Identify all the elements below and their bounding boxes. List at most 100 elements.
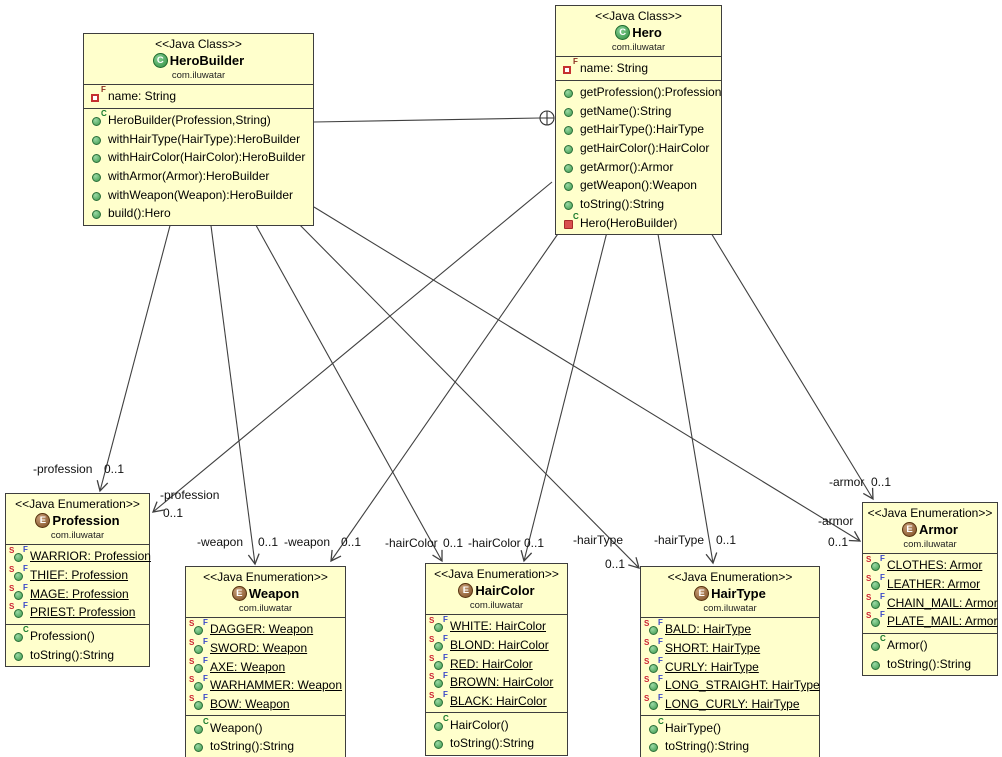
- edge-label[interactable]: 0..1: [258, 535, 279, 549]
- member-row[interactable]: toString():String: [186, 737, 345, 756]
- edge-hero-hairtype[interactable]: [656, 227, 718, 565]
- edge-label[interactable]: -weapon: [284, 535, 331, 549]
- member-row[interactable]: withHairColor(HairColor):HeroBuilder: [84, 148, 313, 167]
- member-row[interactable]: getWeapon():Weapon: [556, 176, 721, 195]
- member-row[interactable]: C HeroBuilder(Profession,String): [84, 110, 313, 130]
- edge-hero-weapon[interactable]: [330, 227, 563, 563]
- edge-herobuilder-haircolor[interactable]: [251, 217, 443, 563]
- edge-herobuilder-profession[interactable]: [96, 217, 173, 493]
- edge-label[interactable]: -hairColor: [385, 536, 438, 550]
- edge-label[interactable]: 0..1: [828, 535, 849, 549]
- edge-label[interactable]: 0..1: [443, 536, 464, 550]
- edge-label[interactable]: -profession: [160, 488, 220, 502]
- methods-section: C Weapon() toString():String: [186, 716, 345, 757]
- edge-hero-contains-herobuilder[interactable]: [313, 117, 541, 123]
- member-row[interactable]: build():Hero: [84, 204, 313, 223]
- edge-label[interactable]: 0..1: [605, 557, 626, 571]
- edge-label[interactable]: 0..1: [104, 462, 125, 476]
- edge-hero-armor[interactable]: [707, 227, 874, 501]
- member-row[interactable]: C Hero(HeroBuilder): [556, 212, 721, 233]
- member-row[interactable]: toString():String: [641, 737, 819, 756]
- package-name: com.iluwatar: [238, 603, 293, 614]
- edge-hero-profession[interactable]: [151, 181, 553, 513]
- edge-label[interactable]: 0..1: [716, 533, 737, 547]
- edge-label[interactable]: 0..1: [163, 506, 184, 520]
- edge-label[interactable]: 0..1: [524, 536, 545, 550]
- package-name: com.iluwatar: [611, 42, 666, 53]
- edge-herobuilder-weapon[interactable]: [209, 217, 260, 566]
- member-row[interactable]: getArmor():Armor: [556, 157, 721, 176]
- member-row[interactable]: getHairColor():HairColor: [556, 139, 721, 158]
- member-row[interactable]: withArmor(Armor):HeroBuilder: [84, 167, 313, 186]
- member-text: CLOTHES: Armor: [887, 558, 983, 573]
- member-row[interactable]: withHairType(HairType):HeroBuilder: [84, 129, 313, 148]
- member-row[interactable]: C HairColor(): [426, 714, 567, 734]
- edge-label[interactable]: -profession: [33, 462, 93, 476]
- member-row[interactable]: C Weapon(): [186, 717, 345, 737]
- edge-herobuilder-armor[interactable]: [313, 206, 862, 542]
- class-name-text: HairType: [711, 586, 766, 601]
- edge-label[interactable]: 0..1: [871, 475, 892, 489]
- edge-label[interactable]: -hairColor: [468, 536, 521, 550]
- member-row[interactable]: withWeapon(Weapon):HeroBuilder: [84, 185, 313, 204]
- member-row[interactable]: C Profession(): [6, 626, 149, 646]
- member-row[interactable]: C Armor(): [863, 635, 997, 655]
- member-row[interactable]: getName():String: [556, 101, 721, 120]
- edge-label[interactable]: -weapon: [197, 535, 244, 549]
- member-row[interactable]: toString():String: [426, 734, 567, 753]
- member-row[interactable]: getProfession():Profession: [556, 83, 721, 102]
- member-row[interactable]: getHairType():HairType: [556, 120, 721, 139]
- edge-hero-haircolor[interactable]: [520, 227, 609, 563]
- edge-label[interactable]: -hairType: [654, 533, 705, 547]
- member-row[interactable]: toString():String: [863, 654, 997, 673]
- member-row[interactable]: toString():String: [556, 195, 721, 214]
- member-row[interactable]: F name: String: [84, 86, 313, 106]
- edge-label[interactable]: -armor: [829, 475, 865, 489]
- class-icon: C: [615, 25, 631, 40]
- edge-herobuilder-hairtype[interactable]: [292, 217, 640, 569]
- member-row[interactable]: C HairType(): [641, 717, 819, 737]
- edge-label[interactable]: -armor: [818, 514, 854, 528]
- method-icon: [87, 149, 108, 165]
- member-row[interactable]: toString():String: [6, 645, 149, 664]
- member-row[interactable]: F name: String: [556, 58, 721, 78]
- methods-section: C HairColor() toString():String: [426, 713, 567, 754]
- edge-label[interactable]: 0..1: [341, 535, 362, 549]
- edge-label[interactable]: -hairType: [573, 533, 624, 547]
